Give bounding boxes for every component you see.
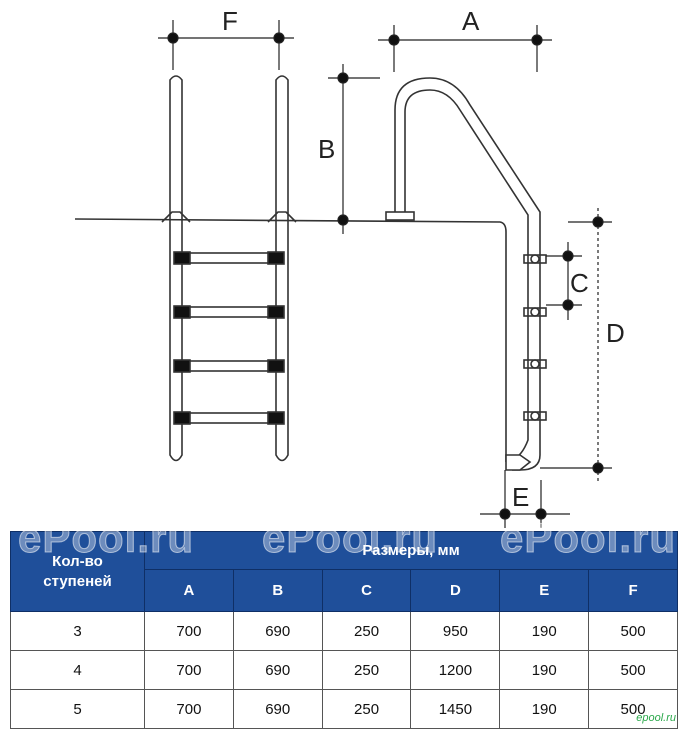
cell-d: 1200 bbox=[410, 650, 501, 690]
corner-watermark: epool.ru bbox=[636, 712, 676, 724]
cell-c: 250 bbox=[321, 689, 412, 729]
cell-d: 1450 bbox=[410, 689, 501, 729]
dimension-c bbox=[546, 242, 582, 320]
cell-a: 700 bbox=[144, 689, 234, 729]
cell-c: 250 bbox=[321, 611, 412, 651]
cell-steps: 5 bbox=[10, 689, 145, 729]
ladder-dimension-drawing: F A B C D E bbox=[74, 6, 625, 528]
ladder-step bbox=[173, 251, 285, 265]
pool-edge-line bbox=[74, 218, 507, 462]
column-header-row: A B C D E F bbox=[11, 569, 678, 612]
table-row: 3 700 690 250 950 190 500 bbox=[10, 611, 678, 651]
table-row: 4 700 690 250 1200 190 500 bbox=[10, 650, 678, 690]
ladder-step bbox=[173, 411, 285, 425]
cell-c: 250 bbox=[321, 650, 412, 690]
label-e: E bbox=[512, 482, 529, 512]
ladder-step bbox=[173, 305, 285, 319]
front-view-ladder bbox=[161, 75, 297, 462]
column-header-a: A bbox=[144, 569, 234, 612]
column-header-f: F bbox=[588, 569, 678, 612]
dimensions-table: Кол-во ступеней Размеры, мм A B C D E F … bbox=[10, 531, 678, 729]
table-row: 5 700 690 250 1450 190 500 bbox=[10, 689, 678, 729]
column-header-d: D bbox=[410, 569, 501, 612]
cell-e: 190 bbox=[499, 689, 590, 729]
cell-d: 950 bbox=[410, 611, 501, 651]
cell-b: 690 bbox=[232, 689, 323, 729]
column-header-b: B bbox=[232, 569, 323, 612]
cell-f: 500 bbox=[588, 611, 678, 651]
cell-e: 190 bbox=[499, 650, 590, 690]
cell-b: 690 bbox=[232, 611, 323, 651]
cell-f: 500 bbox=[588, 689, 678, 729]
cell-a: 700 bbox=[144, 611, 234, 651]
cell-steps: 4 bbox=[10, 650, 145, 690]
dimension-b bbox=[328, 64, 380, 234]
cell-f: 500 bbox=[588, 650, 678, 690]
label-b: B bbox=[318, 134, 335, 164]
ladder-step bbox=[173, 359, 285, 373]
cell-e: 190 bbox=[499, 611, 590, 651]
dimension-d bbox=[540, 208, 612, 484]
column-header-c: C bbox=[321, 569, 412, 612]
header-dimensions: Размеры, мм bbox=[144, 531, 678, 570]
column-header-e: E bbox=[499, 569, 590, 612]
dimension-a bbox=[378, 25, 552, 72]
label-c: C bbox=[570, 268, 589, 298]
cell-steps: 3 bbox=[10, 611, 145, 651]
dimension-f bbox=[158, 20, 294, 70]
side-view-ladder bbox=[385, 77, 547, 471]
dimension-e bbox=[480, 470, 570, 528]
label-d: D bbox=[606, 318, 625, 348]
cell-a: 700 bbox=[144, 650, 234, 690]
cell-b: 690 bbox=[232, 650, 323, 690]
header-steps: Кол-во ступеней bbox=[10, 531, 145, 612]
label-a: A bbox=[462, 6, 480, 36]
label-f: F bbox=[222, 6, 238, 36]
